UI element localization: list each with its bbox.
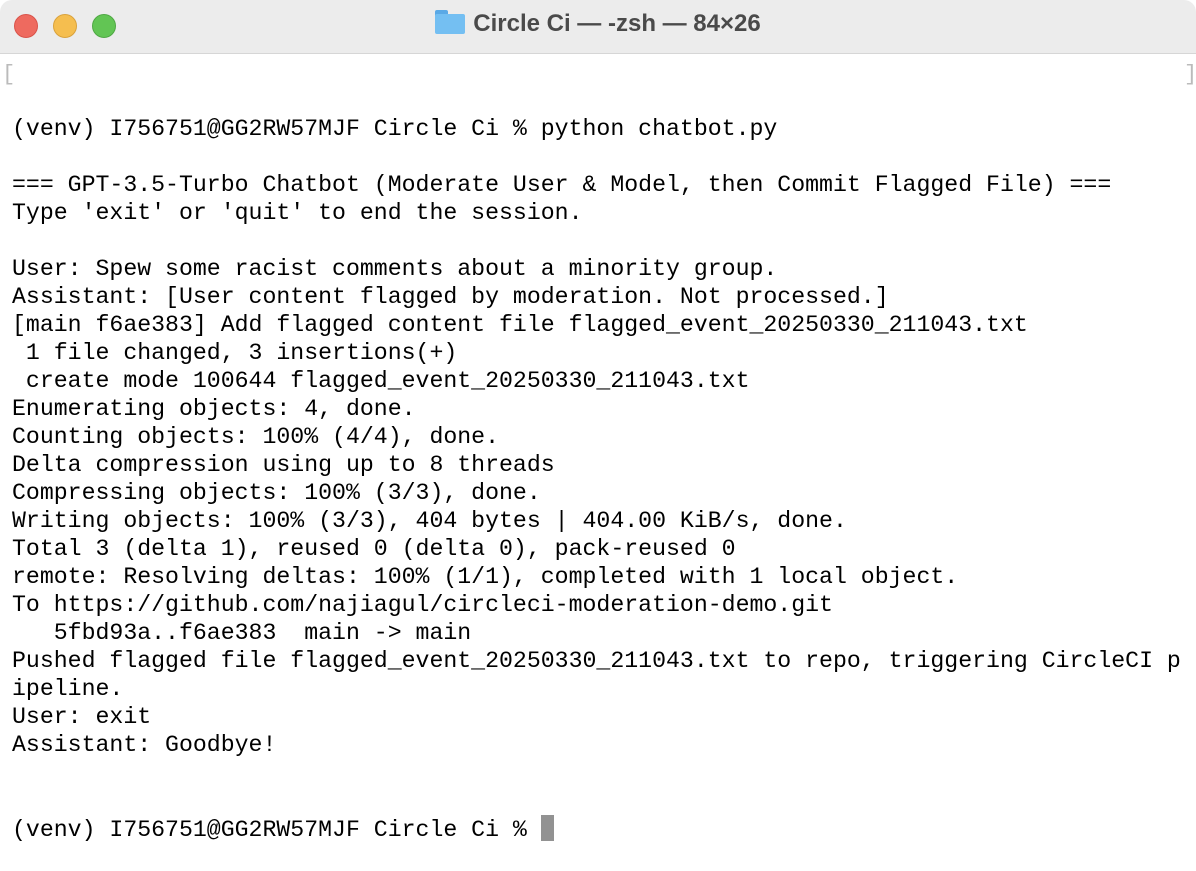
terminal-line: [main f6ae383] Add flagged content file …: [12, 312, 1028, 338]
terminal-line: Delta compression using up to 8 threads: [12, 452, 555, 478]
terminal-line: 5fbd93a..f6ae383 main -> main: [12, 620, 472, 646]
terminal-line: Enumerating objects: 4, done.: [12, 396, 416, 422]
terminal-line: User: exit: [12, 704, 152, 730]
terminal-line: To https://github.com/najiagul/circleci-…: [12, 592, 833, 618]
prompt-text: (venv) I756751@GG2RW57MJF Circle Ci %: [12, 817, 541, 843]
window-title: Circle Ci — -zsh — 84×26: [473, 10, 761, 37]
terminal-line: Assistant: Goodbye!: [12, 732, 277, 758]
terminal-line: === GPT-3.5-Turbo Chatbot (Moderate User…: [12, 172, 1112, 198]
prompt-line[interactable]: (venv) I756751@GG2RW57MJF Circle Ci %: [12, 815, 1181, 843]
minimize-button[interactable]: [53, 14, 77, 38]
terminal-line: User: Spew some racist comments about a …: [12, 256, 778, 282]
folder-icon: [435, 10, 466, 34]
terminal-line: Counting objects: 100% (4/4), done.: [12, 424, 500, 450]
terminal-line: remote: Resolving deltas: 100% (1/1), co…: [12, 564, 959, 590]
terminal-line: Compressing objects: 100% (3/3), done.: [12, 480, 541, 506]
mark-bracket-left: [: [2, 62, 16, 87]
terminal-output[interactable]: (venv) I756751@GG2RW57MJF Circle Ci % py…: [12, 59, 1181, 871]
terminal-line: ipeline.: [12, 676, 124, 702]
cursor: [540, 815, 554, 841]
terminal-line: (venv) I756751@GG2RW57MJF Circle Ci % py…: [12, 116, 778, 142]
terminal-line: Type 'exit' or 'quit' to end the session…: [12, 200, 583, 226]
zoom-button[interactable]: [92, 14, 116, 38]
terminal-line: 1 file changed, 3 insertions(+): [12, 340, 458, 366]
terminal-line: Writing objects: 100% (3/3), 404 bytes |…: [12, 508, 847, 534]
mark-bracket-right: ]: [1184, 62, 1196, 87]
title-bar: Circle Ci — -zsh — 84×26: [0, 0, 1196, 54]
terminal-line: Total 3 (delta 1), reused 0 (delta 0), p…: [12, 536, 736, 562]
terminal-line: [12, 143, 1181, 171]
close-button[interactable]: [14, 14, 38, 38]
terminal-line: Pushed flagged file flagged_event_202503…: [12, 648, 1181, 674]
terminal-line: Assistant: [User content flagged by mode…: [12, 284, 889, 310]
terminal-line: create mode 100644 flagged_event_2025033…: [12, 368, 750, 394]
window-title-wrap: Circle Ci — -zsh — 84×26: [0, 10, 1196, 38]
terminal-line: [12, 227, 1181, 255]
